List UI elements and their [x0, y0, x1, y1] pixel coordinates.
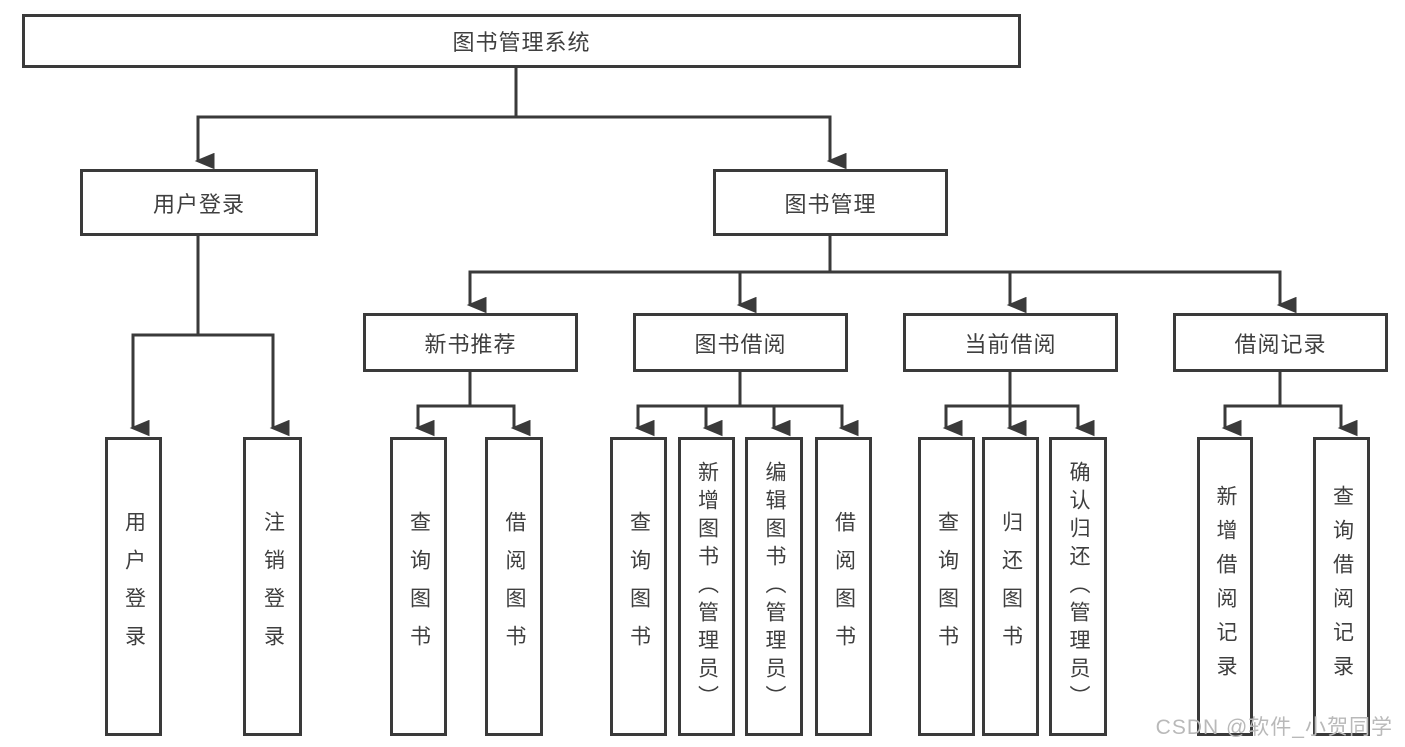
- leaf-query-book-borrow-label: 查询图书: [627, 510, 651, 663]
- leaf-borrow-book-recommend-label: 借阅图书: [503, 510, 526, 663]
- connector-bookborrow-leaf2: [702, 372, 742, 437]
- node-borrow-record: 借阅记录: [1173, 313, 1388, 372]
- leaf-add-borrow-record: 新增借阅记录: [1197, 437, 1253, 736]
- node-current-borrow-label: 当前借阅: [964, 331, 1057, 357]
- connector-record-leaf2: [1278, 372, 1358, 437]
- connector-bookborrow-leaf4: [738, 372, 859, 437]
- leaf-query-book-current-label: 查询图书: [935, 510, 959, 663]
- leaf-confirm-return-admin: 确认归还（管理员）: [1049, 437, 1107, 736]
- connector-mgmt-borrow-record: [828, 236, 1297, 314]
- leaf-return-book-label: 归还图书: [999, 510, 1023, 663]
- leaf-borrow-book-label: 借阅图书: [832, 510, 856, 663]
- leaf-query-borrow-record-label: 查询借阅记录: [1330, 484, 1354, 689]
- leaf-logout: 注销登录: [243, 437, 302, 736]
- connector-current-leaf3: [1008, 372, 1095, 437]
- leaf-user-login: 用户登录: [105, 437, 162, 736]
- leaf-user-login-label: 用户登录: [122, 510, 146, 663]
- node-borrow-record-label: 借阅记录: [1234, 331, 1327, 357]
- csdn-watermark: CSDN @软件_小贺同学: [1155, 716, 1393, 739]
- node-new-book-recommend-label: 新书推荐: [424, 331, 517, 357]
- leaf-query-borrow-record: 查询借阅记录: [1313, 437, 1370, 736]
- node-user-login: 用户登录: [80, 169, 318, 236]
- node-book-borrow-label: 图书借阅: [694, 331, 787, 357]
- node-new-book-recommend: 新书推荐: [363, 313, 578, 372]
- leaf-query-book-recommend-label: 查询图书: [407, 510, 431, 663]
- connector-record-leaf1: [1221, 372, 1282, 437]
- connector-root-book-management: [514, 68, 847, 170]
- connector-root-user-login: [194, 68, 518, 170]
- node-current-borrow: 当前借阅: [903, 313, 1118, 372]
- connector-bookborrow-leaf1: [634, 372, 742, 437]
- connector-user-login-leaf2: [196, 236, 290, 437]
- leaf-query-book-current: 查询图书: [918, 437, 975, 736]
- leaf-logout-label: 注销登录: [261, 510, 285, 663]
- leaf-add-borrow-record-label: 新增借阅记录: [1214, 484, 1237, 689]
- connector-user-login-leaf1: [129, 236, 200, 437]
- node-book-management-label: 图书管理: [784, 191, 877, 217]
- connector-current-leaf1: [942, 372, 1012, 437]
- leaf-borrow-book: 借阅图书: [815, 437, 872, 736]
- leaf-query-book-borrow: 查询图书: [610, 437, 667, 736]
- connector-bookborrow-leaf3: [738, 372, 791, 437]
- leaf-edit-book-admin-label: 编辑图书（管理员）: [763, 460, 786, 713]
- node-book-borrow: 图书借阅: [633, 313, 848, 372]
- node-root: 图书管理系统: [22, 14, 1021, 68]
- leaf-return-book: 归还图书: [982, 437, 1039, 736]
- node-book-management: 图书管理: [713, 169, 948, 236]
- connector-newbook-leaf1: [414, 372, 472, 437]
- leaf-query-book-recommend: 查询图书: [390, 437, 447, 736]
- leaf-add-book-admin: 新增图书（管理员）: [678, 437, 735, 736]
- node-root-label: 图书管理系统: [452, 30, 591, 55]
- leaf-add-book-admin-label: 新增图书（管理员）: [695, 460, 719, 713]
- connector-mgmt-book-borrow: [736, 236, 832, 314]
- leaf-confirm-return-admin-label: 确认归还（管理员）: [1067, 460, 1090, 713]
- connector-newbook-leaf2: [468, 372, 531, 437]
- leaf-edit-book-admin: 编辑图书（管理员）: [745, 437, 803, 736]
- node-user-login-label: 用户登录: [152, 191, 245, 217]
- leaf-borrow-book-recommend: 借阅图书: [485, 437, 543, 736]
